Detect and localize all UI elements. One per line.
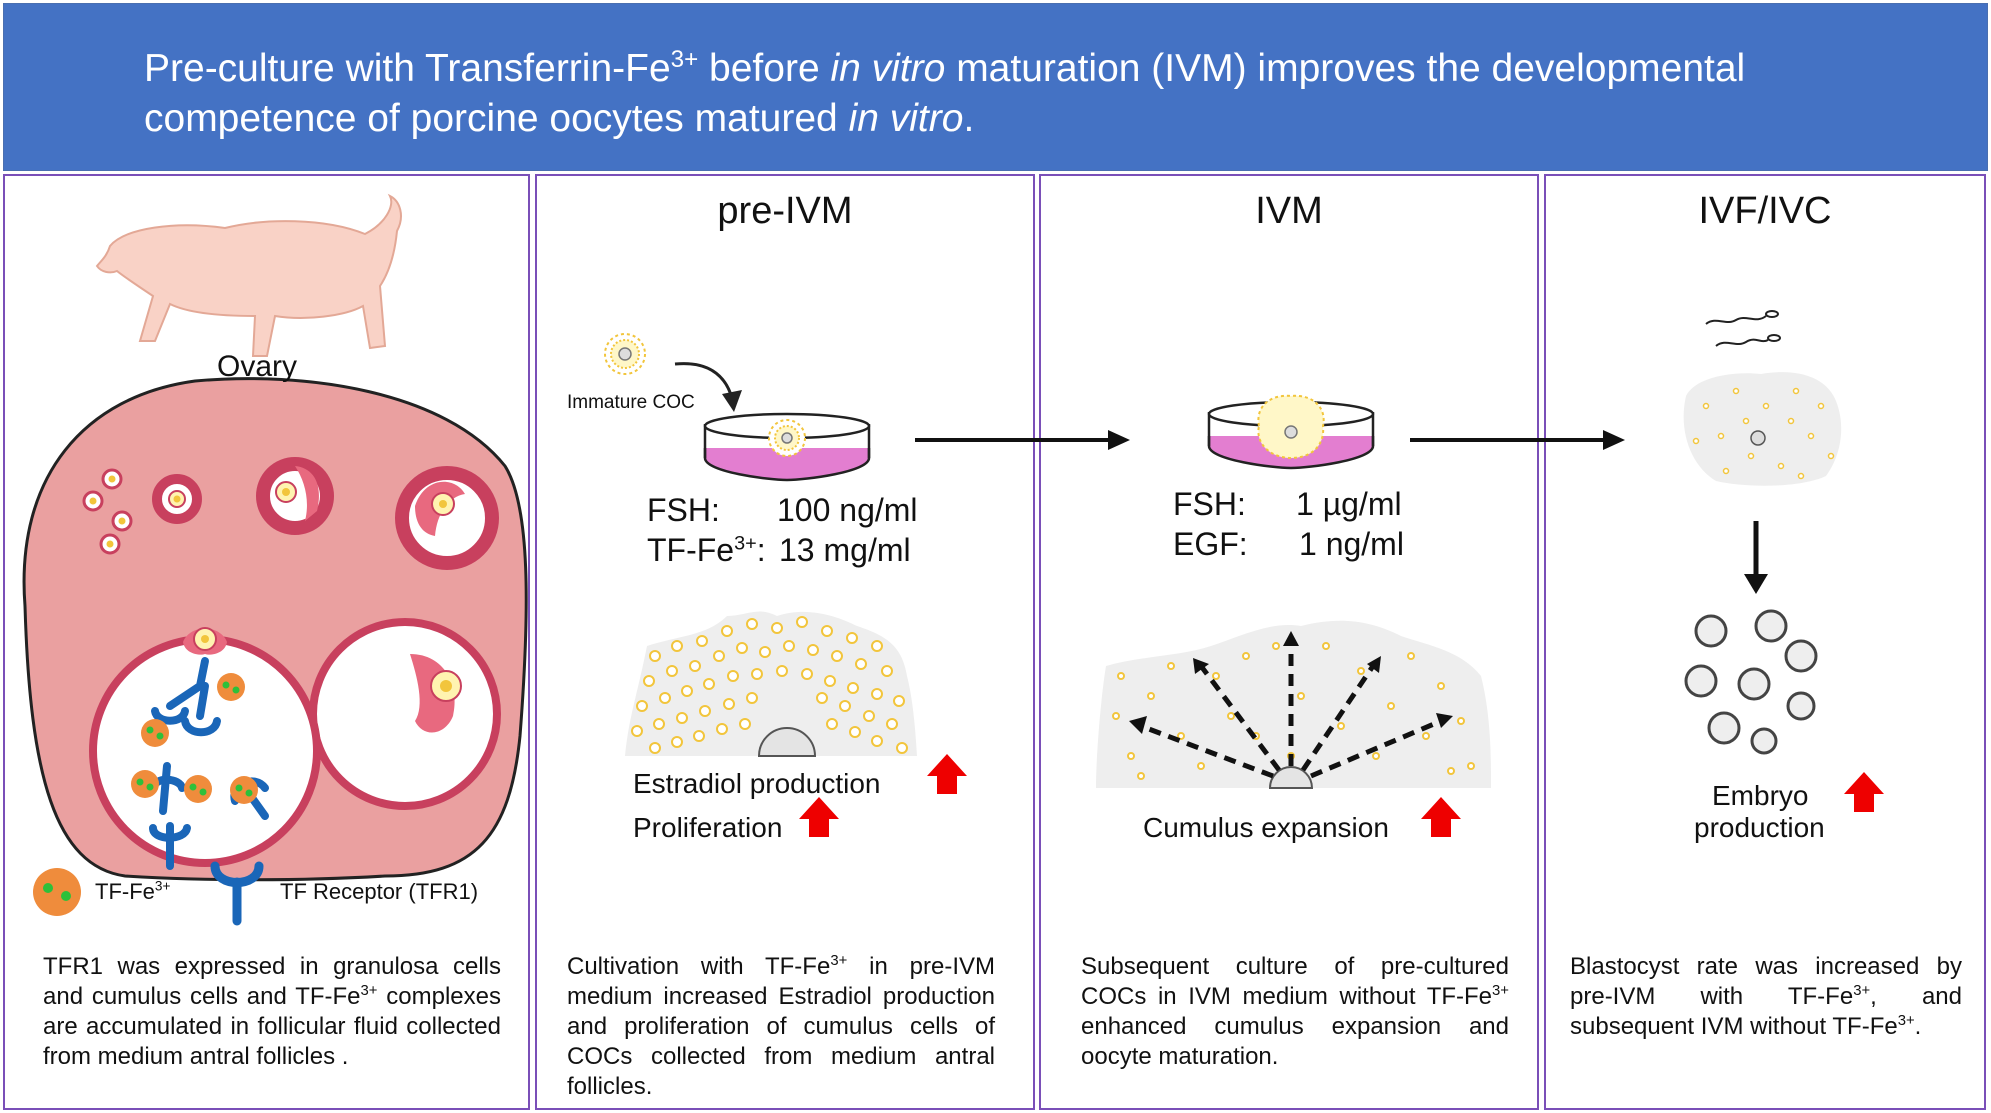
panel-title: IVM <box>1255 190 1323 232</box>
cumulus-mass <box>625 611 917 756</box>
panel-title: IVF/IVC <box>1698 190 1832 232</box>
panel-ivm: IVM FSH: 1 µg/ml EGF: 1 ng/ml Cumulus ex… <box>1039 174 1539 1110</box>
sperm-icon <box>1705 310 1781 347</box>
effect-embryo-line2: production <box>1694 812 1825 843</box>
culture-dish-icon <box>703 412 871 482</box>
legend-receptor-label: TF Receptor (TFR1) <box>280 879 479 904</box>
oocyte-icon <box>1268 766 1314 789</box>
panel-ivf-ivc: IVF/IVC Embryo production Blastocyst rat… <box>1544 174 1986 1110</box>
tf-label: TF-Fe3+: <box>647 532 766 568</box>
up-arrow-icon <box>799 797 839 837</box>
legend-tf-icon <box>33 868 81 916</box>
immature-coc-label: Immature COC <box>567 392 695 413</box>
tf-value: 13 mg/ml <box>779 532 911 568</box>
effect-embryo-line1: Embryo <box>1712 780 1809 811</box>
cumulus-cells <box>631 616 908 754</box>
pre-ivm-illustration <box>604 333 967 837</box>
curved-arrow-icon <box>674 362 734 399</box>
panel-ivf-ivc-description: Blastocyst rate was increased by pre-IVM… <box>1570 953 1962 1040</box>
effect-proliferation: Proliferation <box>633 812 783 843</box>
ivm-illustration <box>1096 394 1491 837</box>
fsh-value: 100 ng/ml <box>777 492 918 528</box>
oocyte-icon <box>757 727 817 757</box>
legend-receptor-icon <box>210 861 264 926</box>
culture-dish-icon <box>1207 394 1375 470</box>
effect-cumulus-expansion: Cumulus expansion <box>1143 812 1389 843</box>
egf-label: EGF: <box>1173 526 1248 562</box>
immature-coc-icon <box>604 333 646 375</box>
fsh-label: FSH: <box>1173 486 1246 522</box>
panel-title: pre-IVM <box>717 190 853 232</box>
expansion-arrows <box>1140 646 1442 779</box>
ivf-ivc-illustration <box>1683 310 1884 812</box>
tf-fe-complexes <box>131 673 258 804</box>
title-banner: Pre-culture with Transferrin-Fe3+ before… <box>3 3 1988 171</box>
legend-tf-label: TF-Fe3+ <box>95 878 171 904</box>
panel-pre-ivm-description: Cultivation with TF-Fe3+ in pre-IVM medi… <box>567 953 995 1100</box>
panel-ivm-description: Subsequent culture of pre-cultured COCs … <box>1081 953 1509 1070</box>
panel-ovary-description: TFR1 was expressed in granulosa cells an… <box>43 953 501 1070</box>
antral-follicle-right <box>309 618 501 810</box>
up-arrow-icon <box>1844 772 1884 812</box>
primordial-follicles <box>82 468 133 555</box>
panel-ovary: Ovary TF-Fe3+ TF Receptor (TFR1) TFR1 wa… <box>3 174 530 1110</box>
pig-icon <box>95 193 402 357</box>
effect-estradiol: Estradiol production <box>633 768 881 799</box>
banner-title: Pre-culture with Transferrin-Fe3+ before… <box>144 46 1746 140</box>
expanded-cumulus <box>1683 372 1842 486</box>
panel-pre-ivm: pre-IVM <box>535 174 1035 1110</box>
up-arrow-icon <box>927 754 967 794</box>
oocyte-icon <box>1750 430 1766 446</box>
fsh-value: 1 µg/ml <box>1296 486 1402 522</box>
fsh-label: FSH: <box>647 492 720 528</box>
embryo-icons <box>1684 609 1818 755</box>
ovary-illustration <box>22 193 528 926</box>
ovary-label: Ovary <box>217 350 298 383</box>
up-arrow-icon <box>1421 797 1461 837</box>
egf-value: 1 ng/ml <box>1299 526 1404 562</box>
